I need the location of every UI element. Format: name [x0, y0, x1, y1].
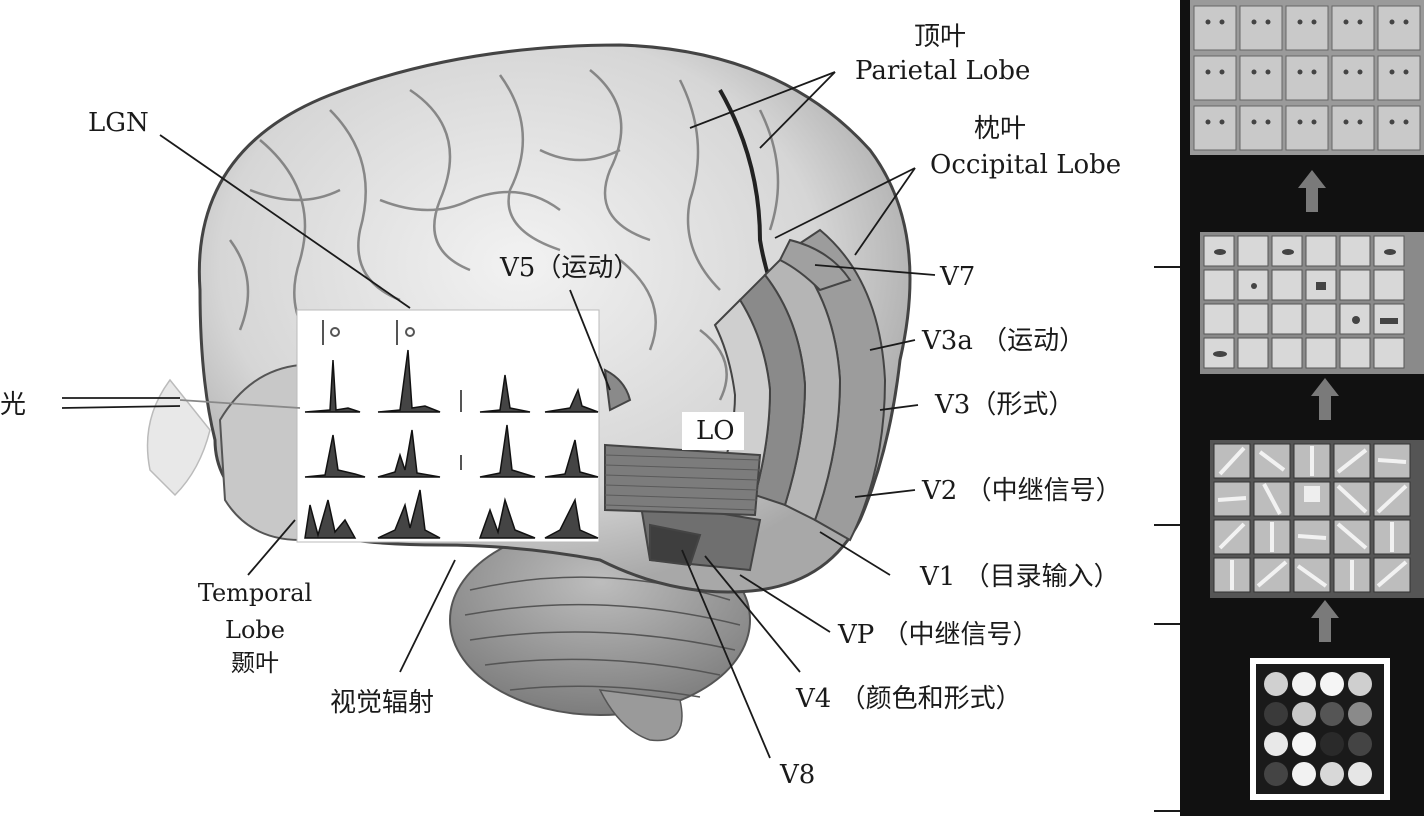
v3-pointer	[879, 404, 919, 411]
occipital-pointer-2	[854, 167, 916, 256]
v3a-pointer	[869, 339, 916, 351]
feature-hierarchy-graphic	[1190, 0, 1424, 800]
histogram-5	[304, 434, 366, 478]
parietal-label-cn: 顶叶	[913, 22, 966, 52]
optic-radiation-pointer	[399, 559, 456, 673]
pointer-lines	[61, 71, 936, 759]
histogram-10	[377, 489, 441, 539]
face-features-layer	[1190, 0, 1424, 155]
histogram-3	[479, 374, 531, 413]
temporal-label-en-1: Temporal	[197, 579, 313, 607]
v7-label: V7	[940, 262, 976, 292]
area-v5	[603, 368, 632, 412]
parietal-label-en: Parietal Lobe	[855, 56, 1031, 86]
up-arrow-icon	[1298, 170, 1326, 212]
temporal-label-cn: 颞叶	[231, 649, 279, 677]
feature-hierarchy-panel	[1180, 0, 1424, 816]
v3-label: V3（形式）	[935, 390, 1075, 420]
lo-box	[682, 412, 744, 450]
v4-label: V4 （颜色和形式）	[796, 684, 1022, 714]
parietal-pointer-1	[689, 71, 836, 129]
parietal-pointer-2	[759, 71, 836, 149]
visual-areas	[603, 228, 887, 572]
gyri	[228, 69, 780, 401]
v5-label: V5（运动）	[500, 253, 640, 283]
v1-label: V1 （目录输入）	[920, 562, 1120, 592]
area-lo	[604, 443, 762, 517]
vp-pointer	[739, 574, 831, 633]
v8-pointer	[681, 549, 771, 759]
histogram-6	[377, 429, 441, 478]
occipital-label-en: Occipital Lobe	[930, 150, 1122, 180]
histogram-2	[377, 349, 441, 413]
occipital-label-cn: 枕叶	[973, 114, 1026, 144]
brainstem	[598, 689, 683, 742]
histogram-12	[544, 497, 599, 539]
v3a-label: V3a （运动）	[922, 326, 1086, 356]
v2-label: V2 （中继信号）	[922, 476, 1122, 506]
light-ray	[179, 399, 301, 409]
spike-histogram-inset	[296, 309, 600, 543]
v1-pointer	[819, 531, 891, 576]
v5-pointer	[569, 289, 611, 391]
layer-bracket-ticks	[1154, 266, 1180, 812]
occipital-pointer-1	[774, 167, 916, 239]
lo-label: LO	[696, 416, 735, 446]
light-pointer-2	[61, 405, 181, 409]
edge-filters-layer	[1210, 440, 1424, 598]
v7-pointer	[814, 264, 936, 276]
histogram-11	[478, 497, 536, 539]
lo-hatching	[604, 454, 761, 511]
v8-label: V8	[780, 760, 816, 790]
histogram-9	[304, 499, 357, 539]
optic-radiation-label: 视觉辐射	[330, 688, 435, 718]
histogram-4	[544, 387, 599, 413]
area-v8	[649, 523, 702, 567]
v4-pointer	[704, 555, 801, 673]
pixel-input-layer	[1250, 658, 1390, 800]
v2-pointer	[854, 489, 916, 498]
temporal-pointer	[247, 519, 296, 576]
histogram-7	[479, 424, 536, 478]
lgn-label: LGN	[88, 108, 149, 138]
histogram-1	[304, 359, 361, 413]
light-label: 光	[0, 390, 27, 420]
up-arrow-icon	[1311, 600, 1339, 642]
lgn-pointer	[159, 134, 411, 309]
histogram-8	[544, 439, 599, 478]
object-parts-layer	[1200, 232, 1424, 374]
vp-label: VP （中继信号）	[838, 620, 1039, 650]
temporal-label-en-2: Lobe	[225, 616, 285, 644]
up-arrow-icon	[1311, 378, 1339, 420]
